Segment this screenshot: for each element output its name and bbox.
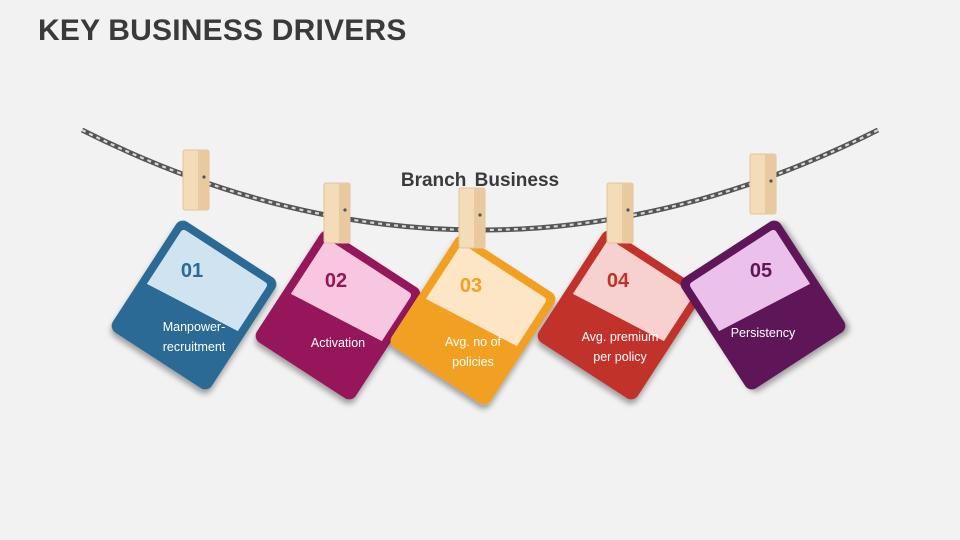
clothes-pin-icon — [323, 182, 351, 244]
card-light-panel — [689, 229, 811, 332]
card-light-panel — [146, 229, 268, 332]
card-number: 04 — [607, 270, 630, 292]
slide-title: KEY BUSINESS DRIVERS — [38, 14, 407, 47]
card-label: Avg. premium — [582, 330, 659, 344]
card-number: 03 — [460, 275, 482, 297]
card-label: Avg. no of — [445, 335, 502, 349]
card-light-panel — [425, 244, 547, 347]
clothes-pin-icon — [458, 187, 486, 249]
card-label: Persistency — [731, 326, 796, 340]
card-label: recruitment — [163, 340, 226, 354]
card-number: 05 — [750, 260, 772, 282]
card-label: per policy — [593, 350, 647, 364]
card-light-panel — [572, 239, 694, 342]
card-number: 02 — [325, 270, 347, 292]
clothes-pin-icon — [606, 182, 634, 244]
clothes-pin-icon — [182, 149, 210, 211]
clothes-pin-icon — [749, 153, 777, 215]
card-label: policies — [452, 355, 494, 369]
card-label: Activation — [311, 336, 365, 350]
card-light-panel — [290, 239, 412, 342]
card-number: 01 — [181, 260, 203, 282]
card-label: Manpower- — [163, 320, 226, 334]
diagram-caption: Branch Business — [400, 170, 560, 191]
